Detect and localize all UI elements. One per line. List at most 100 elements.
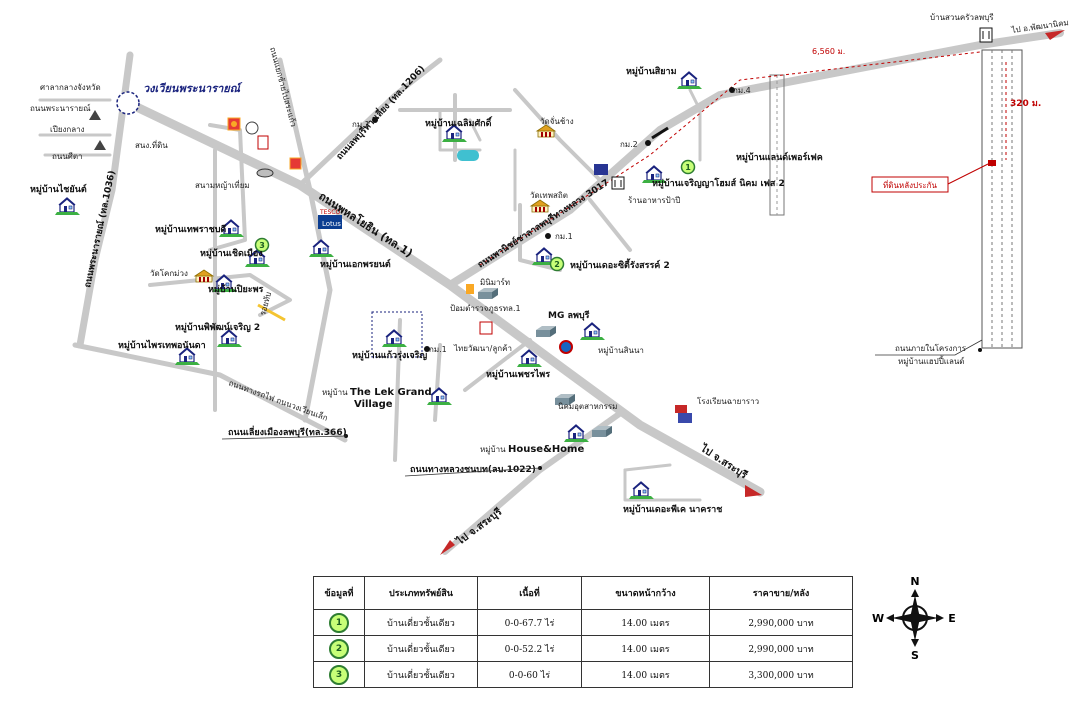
label-pomsaeng: ป้อมตำรวจภูธรทล.1 — [450, 304, 521, 314]
label-km4: กม.4 — [733, 86, 751, 95]
label-chikmuang: หมู่บ้านเชิดเมือง — [200, 247, 263, 259]
row-type: บ้านเดี่ยวชั้นเดียว — [364, 609, 478, 636]
pond-icon — [457, 150, 479, 161]
road-gsouth2 — [623, 463, 672, 472]
house-icon — [676, 71, 703, 90]
road-village-d — [588, 198, 632, 252]
train-icon — [651, 126, 669, 140]
label-km1-a: กม.1 — [352, 120, 370, 129]
table-row: 1 บ้านเดี่ยวชั้นเดียว 0-0-67.7 ไร่ 14.00… — [313, 609, 853, 636]
compass-arrow-n — [911, 589, 919, 597]
road-north-diag — [297, 57, 443, 188]
label-watsamrong: วัดจั่นช้าง — [540, 115, 574, 126]
shop-icon — [289, 157, 302, 170]
plot-badges: 1 2 3 — [254, 159, 696, 272]
plot-3-label: 3 — [259, 241, 265, 250]
tesco-icon — [318, 215, 342, 229]
table-header-row: ข้อมูลที่ ประเภททรัพย์สิน เนื้อที่ ขนาดห… — [313, 576, 853, 610]
header-width: ขนาดหน้ากว้าง — [581, 576, 710, 610]
label-piyakoen: หมู่บ้านพิพัฒน์เจริญ 2 — [175, 321, 260, 333]
road-right-4 — [468, 118, 482, 142]
row-area: 0-0-52.2 ไร่ — [477, 635, 582, 662]
row-type: บ้านเดี่ยวชั้นเดียว — [364, 661, 478, 688]
house-icon — [381, 329, 408, 348]
plot-1-label: 1 — [685, 163, 691, 172]
row-width: 14.00 เมตร — [581, 661, 710, 688]
flag-icon — [675, 405, 687, 413]
road-south-mid3 — [463, 338, 532, 392]
label-thephkasem: หมู่บ้านเทพราชบดี — [155, 224, 226, 235]
label-nakhon: นิคมอุตสาหกรรม — [558, 402, 617, 411]
row-price: 2,990,000 บาท — [709, 609, 853, 636]
restaurant-icon — [611, 176, 625, 190]
label-watkhokmuang: วัดโคกม่วง — [150, 268, 188, 278]
road-marker — [978, 348, 982, 352]
label-mgsub: หมู่บ้านสินนา — [598, 346, 644, 356]
distance-lines — [479, 51, 1007, 266]
label-dist-320: 320 ม. — [1010, 99, 1041, 109]
misc-icons — [89, 27, 996, 470]
label-bigc: มินิมาร์ท — [480, 277, 510, 287]
label-chainakhon: หมู่บ้านแก้วรุ่งเจริญ — [352, 350, 428, 361]
temple-icon — [194, 269, 214, 283]
compass-s: S — [911, 649, 919, 661]
road-3017 — [446, 29, 1064, 289]
label-house: House&Home — [508, 444, 584, 455]
narai-circle — [116, 91, 140, 115]
label-project-road-2: หมู่บ้านแฮปปี้แลนด์ — [898, 355, 965, 367]
label-lek: The Lek Grand — [350, 387, 432, 398]
house-icon — [308, 239, 335, 258]
ptt-icon — [559, 340, 573, 354]
row-id-badge: 3 — [329, 664, 349, 685]
compass-arrow-s — [911, 639, 919, 647]
table-row: 2 บ้านเดี่ยวชั้นเดียว 0-0-52.2 ไร่ 14.00… — [313, 635, 853, 662]
row-id-badge: 1 — [329, 612, 349, 633]
label-thaiwat: ไทยวัฒนา/ลูกค้า — [453, 344, 512, 354]
building-icon — [478, 288, 498, 299]
road-highway-1 — [117, 95, 765, 497]
label-tesco-top: TESCO — [319, 209, 340, 216]
label-thesthee: หมู่บ้านเดอะพีเค นาคราช — [623, 504, 722, 515]
restaurant-icon-top — [979, 27, 993, 43]
label-road-1206: ถนนลพบุรีทางเลี่ยง (ทล.1206) — [333, 62, 428, 162]
road-network — [38, 29, 1064, 555]
road-left-a — [38, 98, 112, 157]
road-366 — [72, 342, 348, 443]
label-plot2: หมู่บ้านเดอะซิตี้รังสรรค์ 2 — [570, 258, 670, 271]
road-right-1 — [688, 88, 702, 162]
temple-icon — [530, 199, 550, 213]
label-road-366: ถนนเลี่ยงเมืองลพบุรี(ทล.366) — [228, 425, 347, 438]
thaiwat-icon — [479, 321, 493, 335]
circle-name-label: วงเวียนพระนารายณ์ — [143, 82, 243, 95]
label-vertical-proj: หมู่บ้านแลนด์เพอร์เฟค — [736, 151, 823, 163]
label-phuthavet: หมู่บ้านไพรเทพอนันดา — [118, 339, 206, 351]
km-marker-icon — [729, 87, 735, 93]
project-road — [769, 49, 1023, 349]
sale-box — [871, 176, 949, 193]
compass-w: W — [872, 612, 884, 625]
label-tesco: Lotus — [322, 220, 341, 228]
direction-arrows — [440, 30, 1065, 555]
gov-emblem-icon-2 — [89, 110, 101, 120]
label-ekbanphot: หมู่บ้านเอกพรยนต์ — [320, 258, 391, 270]
label-watthat: วัดเทพสถิต — [530, 191, 568, 200]
gas-station-icon — [594, 164, 608, 175]
km-marker-icon-2 — [645, 140, 651, 146]
label-chaiyo: หมู่บ้านไชยันต์ — [30, 183, 87, 195]
property-table: ข้อมูลที่ ประเภททรัพย์สิน เนื้อที่ ขนาดห… — [313, 576, 853, 689]
row-id-badge: 2 — [329, 638, 349, 659]
mazda-icon — [245, 121, 259, 135]
row-price: 2,990,000 บาท — [709, 635, 853, 662]
yellow-segment — [257, 303, 286, 322]
header-id: ข้อมูลที่ — [313, 576, 365, 610]
house-icon — [563, 424, 590, 443]
label-dist-6560: 6,560 ม. — [812, 47, 845, 56]
km-marker-icon-5 — [372, 117, 378, 123]
road-1036 — [76, 51, 134, 349]
km-marker-icon-4 — [424, 346, 430, 352]
row-area: 0-0-67.7 ไร่ — [477, 609, 582, 636]
road-village-c — [518, 203, 562, 272]
compass-arrow-w — [886, 614, 894, 622]
house-icon — [628, 481, 655, 500]
label-lek2: Village — [354, 399, 393, 410]
